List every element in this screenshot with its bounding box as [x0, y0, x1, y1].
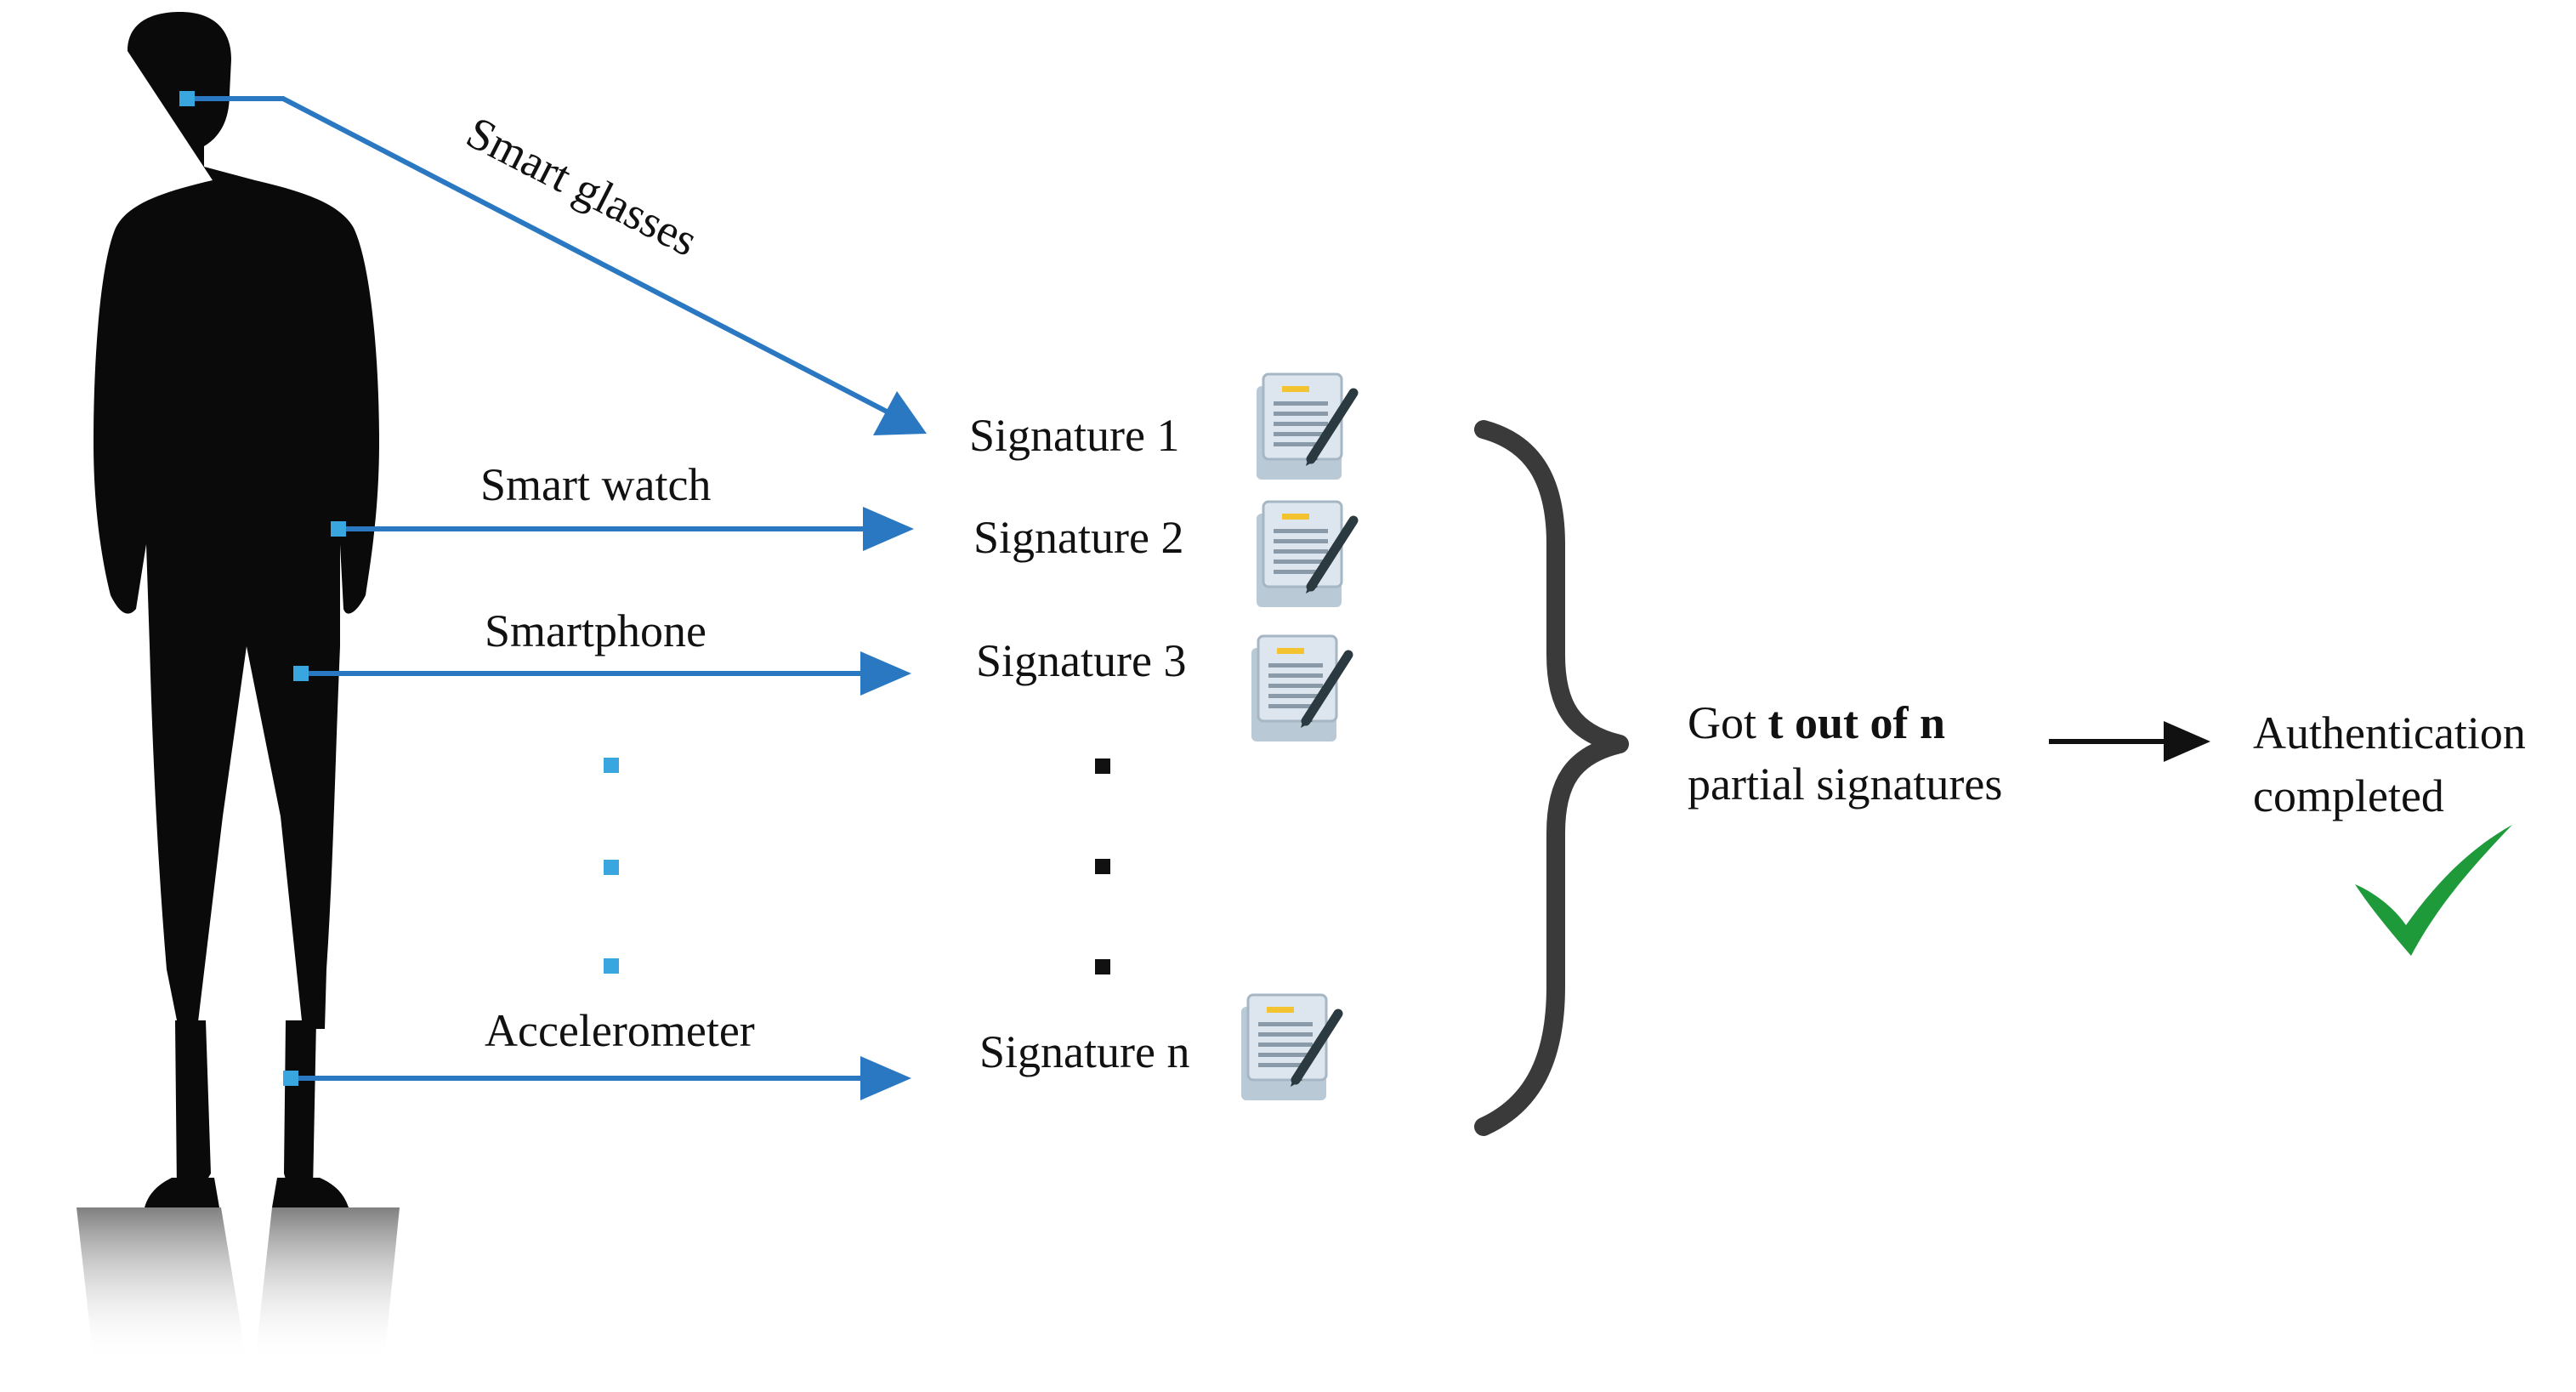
authentication-text: Authentication: [2253, 707, 2526, 758]
ellipsis-dot: [1095, 758, 1110, 774]
ellipsis-dot: [1095, 859, 1110, 874]
accelerometer-sensor-dot: [283, 1071, 298, 1086]
smart-glasses-arrow: [187, 96, 927, 435]
signature-label-2: Signature 2: [973, 512, 1183, 563]
smartphone-arrow: [301, 651, 911, 696]
sensor-label-accelerometer: Accelerometer: [485, 1005, 755, 1056]
signed-document-icon: [1257, 502, 1353, 607]
signature-label-1: Signature 1: [969, 410, 1179, 461]
phone-sensor-dot: [293, 666, 309, 681]
signature-label-n: Signature n: [979, 1026, 1189, 1077]
ellipsis-dot: [1095, 959, 1110, 974]
ellipsis-dot: [604, 758, 619, 773]
watch-sensor-dot: [331, 521, 346, 537]
checkmark-icon: [2355, 825, 2512, 956]
ellipsis-dot: [604, 958, 619, 974]
curly-brace: [1474, 420, 1629, 1136]
ellipsis-dot: [604, 860, 619, 875]
smart-watch-arrow: [338, 507, 914, 551]
accelerometer-arrow: [291, 1056, 911, 1100]
glasses-sensor-dot: [179, 91, 195, 106]
signed-document-icon: [1257, 374, 1353, 480]
signed-document-icon: [1241, 995, 1338, 1100]
person-silhouette-icon: [77, 12, 400, 1361]
sensor-label-smartphone: Smartphone: [485, 605, 706, 656]
sensor-label-smart-glasses: Smart glasses: [459, 106, 706, 266]
result-arrow: [2049, 721, 2210, 762]
threshold-text: Got t out of n: [1688, 697, 1945, 748]
signature-label-3: Signature 3: [976, 635, 1186, 686]
completed-text: completed: [2253, 770, 2444, 821]
signed-document-icon: [1251, 636, 1348, 741]
sensor-label-smart-watch: Smart watch: [480, 459, 711, 510]
partial-signatures-text: partial signatures: [1688, 758, 2002, 810]
